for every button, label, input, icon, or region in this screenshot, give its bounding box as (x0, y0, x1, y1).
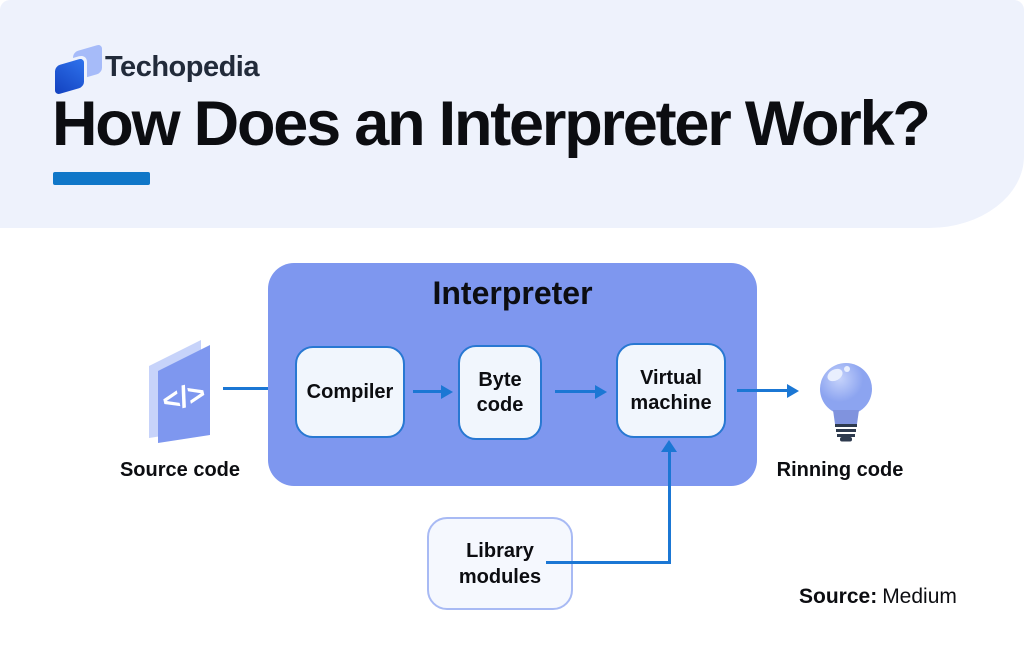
stage-virtual-machine: Virtual machine (616, 343, 726, 438)
page-title: How Does an Interpreter Work? (52, 89, 931, 159)
arrow-compiler-to-bytecode-icon (413, 384, 453, 399)
source-code-icon: </> (149, 340, 210, 443)
stage-compiler: Compiler (295, 346, 405, 438)
source-code-label: Source code (119, 459, 241, 481)
interpreter-title: Interpreter (432, 275, 593, 311)
source-credit: Source:Medium (799, 585, 957, 609)
source-credit-value: Medium (882, 585, 957, 608)
source-credit-label: Source: (799, 585, 878, 608)
arrow-bytecode-to-vm-icon (555, 384, 607, 399)
lightbulb-icon (820, 363, 872, 442)
arrow-library-horizontal-icon (546, 561, 670, 564)
arrow-library-vertical-icon (668, 450, 671, 564)
techopedia-logo: Techopedia (54, 43, 284, 96)
stage-byte-code: Byte code (458, 345, 542, 440)
arrow-vm-to-output-icon (737, 383, 799, 398)
brand-name: Techopedia (105, 51, 260, 83)
header-panel: Techopedia How Does an Interpreter Work? (0, 0, 1024, 228)
arrow-library-head-icon (661, 440, 677, 452)
title-underline (53, 172, 150, 185)
running-code-label: Rinning code (776, 459, 904, 481)
